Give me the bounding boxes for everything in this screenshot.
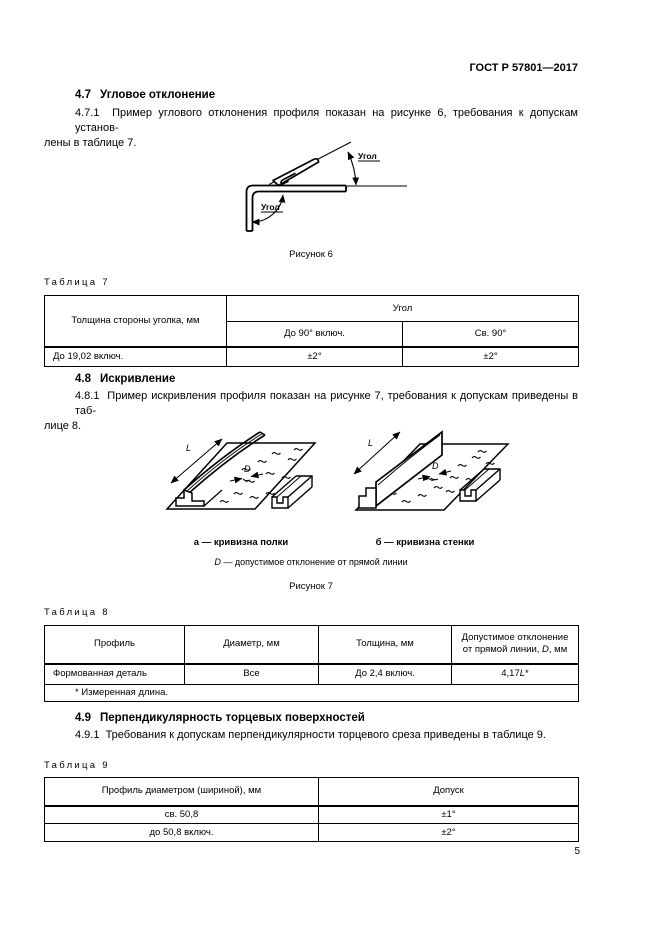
table-cell: Допустимое отклонение от прямой линии, D… — [451, 625, 579, 664]
paragraph-4-9-1: 4.9.1 Требования к допускам перпендикуля… — [44, 728, 578, 743]
section-heading-4-7: 4.7 Угловое отклонение — [75, 89, 215, 101]
figure-7-note: D — допустимое отклонение от прямой лини… — [44, 557, 578, 567]
table-9-label: Таблица 9 — [44, 760, 110, 771]
paragraph-line: лены в таблице 7. — [44, 137, 137, 149]
table-cell: Все — [184, 662, 319, 685]
figure-6-drawing: Угол Угол — [245, 141, 407, 232]
table-cell: Профиль — [44, 625, 185, 664]
table-cell: До 2,4 включ. — [318, 662, 452, 685]
figure-7-caption: Рисунок 7 — [289, 581, 333, 592]
table-cell: до 50,8 включ. — [44, 823, 319, 842]
table-cell: Толщина стороны уголка, мм — [44, 295, 227, 347]
table-cell: ±2° — [226, 345, 403, 367]
length-label: L — [186, 443, 191, 453]
paragraph-line: 4.9.1 Требования к допускам перпендикуля… — [75, 729, 546, 741]
page-number: 5 — [574, 846, 580, 857]
table-footnote: * Измеренная длина. — [44, 684, 579, 702]
section-number: 4.7 — [75, 89, 91, 101]
figure-7b-drawing: L D — [353, 430, 510, 511]
paragraph-4-8-1: 4.8.1 Пример искривления профиля показан… — [44, 389, 578, 434]
angle-label-top: Угол — [358, 151, 377, 161]
figure-7b-caption: б — кривизна стенки — [375, 537, 475, 548]
table-cell: Диаметр, мм — [184, 625, 319, 664]
doc-number: ГОСТ Р 57801—2017 — [469, 62, 578, 74]
table-cell: До 90° включ. — [226, 321, 403, 347]
paragraph-line: 4.8.1 Пример искривления профиля показан… — [75, 390, 578, 417]
table-7-label: Таблица 7 — [44, 277, 110, 288]
table-cell: Толщина, мм — [318, 625, 452, 664]
section-title: Угловое отклонение — [100, 89, 216, 101]
table-8: Профиль Диаметр, мм Толщина, мм Допустим… — [44, 625, 579, 702]
table-cell: До 19,02 включ. — [44, 345, 227, 367]
table-cell: ±1° — [318, 804, 579, 824]
table-cell: Св. 90° — [401, 321, 580, 347]
deviation-label: D — [432, 461, 439, 471]
paragraph-line: лице 8. — [44, 420, 82, 432]
paragraph-4-7-1: 4.7.1 Пример углового отклонения профиля… — [44, 106, 578, 151]
section-number: 4.9 — [75, 712, 91, 724]
deviation-label: D — [244, 464, 251, 474]
table-8-label: Таблица 8 — [44, 607, 110, 618]
section-heading-4-8: 4.8 Искривление — [75, 373, 175, 385]
figure-6-caption: Рисунок 6 — [289, 249, 333, 260]
section-title: Перпендикулярность торцевых поверхностей — [100, 712, 365, 724]
table-cell: Угол — [225, 295, 580, 322]
table-cell: Допуск — [318, 777, 579, 806]
table-9: Профиль диаметром (шириной), мм Допуск с… — [44, 777, 579, 842]
angle-label-bottom: Угол — [261, 202, 280, 212]
figure-7a-caption: а — кривизна полки — [193, 537, 289, 548]
note-variable: D — [214, 557, 221, 567]
table-cell: 4,17L* — [451, 662, 579, 685]
table-cell: Формованная деталь — [44, 662, 185, 685]
section-heading-4-9: 4.9 Перпендикулярность торцевых поверхнос… — [75, 712, 365, 724]
table-cell: ±2° — [318, 823, 579, 842]
length-label: L — [368, 438, 373, 448]
paragraph-line: 4.7.1 Пример углового отклонения профиля… — [75, 107, 578, 134]
note-text: — допустимое отклонение от прямой линии — [220, 557, 408, 567]
figure-7a-drawing: L D — [165, 431, 317, 510]
table-cell: ±2° — [401, 345, 580, 367]
table-7: Толщина стороны уголка, мм Угол До 90° в… — [44, 295, 580, 367]
table-cell: Профиль диаметром (шириной), мм — [44, 777, 319, 806]
section-number: 4.8 — [75, 373, 91, 385]
table-cell: св. 50,8 — [44, 804, 319, 824]
section-title: Искривление — [100, 373, 176, 385]
